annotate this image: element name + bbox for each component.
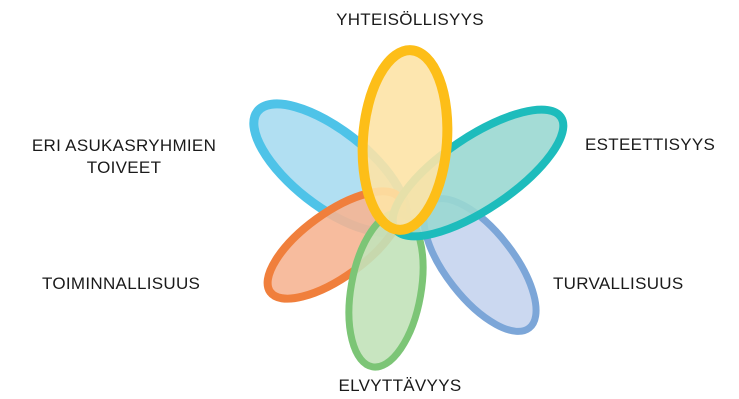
label-eri-asukasryhmien-toiveet: ERI ASUKASRYHMIEN TOIVEET [4, 135, 244, 179]
label-eri-asukasryhmien-line1: ERI ASUKASRYHMIEN [4, 135, 244, 157]
label-yhteisollisyys: YHTEISÖLLISYYS [310, 9, 510, 31]
label-toiminnallisuus: TOIMINNALLISUUS [42, 273, 200, 295]
label-esteettisyys: ESTEETTISYYS [585, 134, 715, 156]
label-turvallisuus: TURVALLISUUS [553, 273, 684, 295]
label-elvyttavyys: ELVYTTÄVYYS [300, 375, 500, 397]
label-toiveet-line2: TOIVEET [4, 157, 244, 179]
